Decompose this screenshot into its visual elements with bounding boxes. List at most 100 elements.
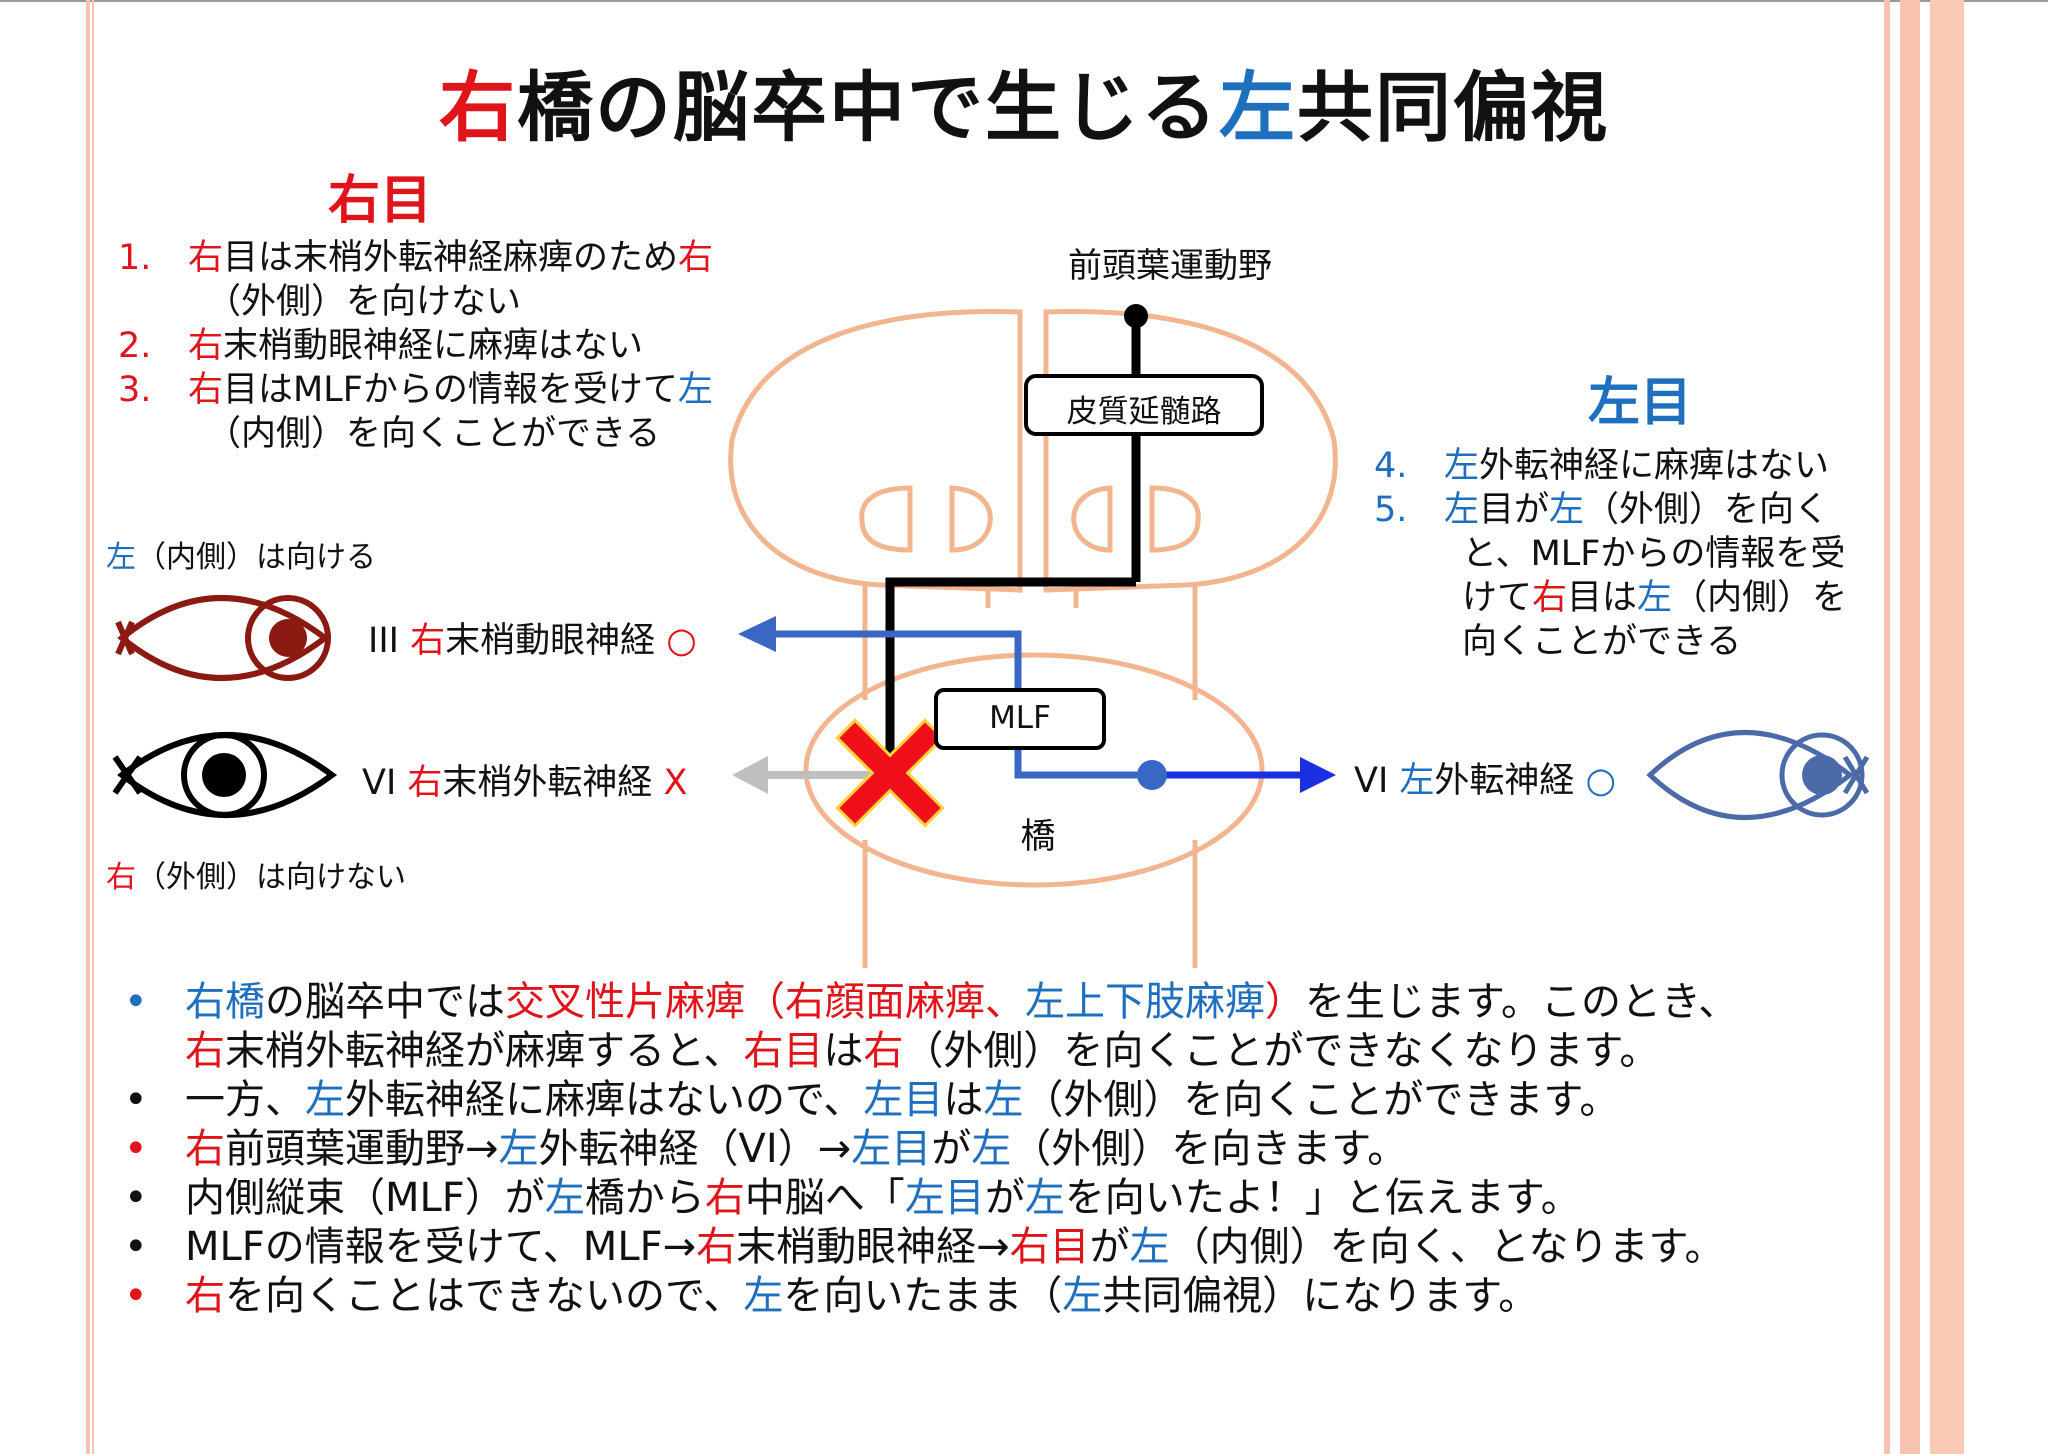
bullet-segment: （外側）を向くことができなくなります。 <box>903 1028 1660 1074</box>
list-item-segment: 左 <box>1637 578 1673 618</box>
pons-outline <box>803 652 1265 968</box>
bullet-segment: 前頭葉運動野→ <box>225 1126 499 1172</box>
bullet-segment: を向いたまま（ <box>783 1273 1063 1319</box>
right-eye-upper-icon <box>115 595 331 681</box>
bullet-segment: 左目 <box>904 1175 985 1221</box>
bullet-segment: 末梢外転神経が麻痺すると、 <box>225 1028 744 1074</box>
nerve-vi-right-segment: X <box>663 763 688 803</box>
bullet-line: 右橋の脳卒中では交叉性片麻痺（右顔面麻痺、左上下肢麻痺）を生じます。このとき、 <box>185 978 1880 1027</box>
bullet-dot: • <box>124 1126 148 1172</box>
bullet-item: •右前頭葉運動野→左外転神経（VI）→左目が左（外側）を向きます。 <box>120 1125 1880 1174</box>
list-number: 3. <box>118 370 152 410</box>
bullet-segment: 右目 <box>1009 1224 1090 1270</box>
title-left-word: 左 <box>1219 63 1297 152</box>
bullet-segment: を向いたよ！」と伝えます。 <box>1064 1175 1581 1221</box>
right-eye-heading: 右目 <box>328 171 433 231</box>
list-item-segment: 目は末梢外転神経麻痺のため <box>223 238 679 278</box>
right-stripe-1 <box>1884 0 1890 1454</box>
list-item-line: 左目が左（外側）を向く <box>1444 488 1874 532</box>
right-eye-upper-pupil-icon <box>269 619 307 657</box>
nerve-vi-right-segment: 右 <box>407 763 443 803</box>
bullet-segment: 交叉性片麻痺（右顔面麻痺、 <box>505 979 1025 1025</box>
left-inward-segment: 左 <box>106 540 136 575</box>
left-eye-icon <box>1646 730 1870 820</box>
bullet-segment: が <box>984 1175 1025 1221</box>
bullet-segment: 外転神経（VI）→ <box>538 1126 852 1172</box>
bullet-segment: （外側）を向くことができます。 <box>1023 1077 1620 1123</box>
bullet-segment: 共同偏視）になります。 <box>1102 1273 1539 1319</box>
bullet-dot: • <box>124 1077 148 1123</box>
list-item-line: と、MLFからの情報を受 <box>1444 532 1874 576</box>
bullet-segment: は <box>943 1077 984 1123</box>
nerve-vi-left-segment: 左 <box>1399 761 1435 801</box>
list-item-segment: 右 <box>1532 578 1568 618</box>
bullet-segment: 外転神経に麻痺はないので、 <box>345 1077 864 1123</box>
bullet-item: •内側縦束（MLF）が左橋から右中脳へ「左目が左を向いたよ！」と伝えます。 <box>120 1174 1880 1223</box>
left-stripe <box>86 0 90 1454</box>
bullet-line: MLFの情報を受けて、MLF→右末梢動眼神経→右目が左（内側）を向く、となります… <box>185 1223 1880 1272</box>
list-item-line: 右末梢動眼神経に麻痺はない <box>188 324 778 368</box>
bullet-line: 右前頭葉運動野→左外転神経（VI）→左目が左（外側）を向きます。 <box>185 1125 1880 1174</box>
nerve-iii-label: III 右末梢動眼神経 ○ <box>368 612 697 663</box>
nerve-iii-segment: ○ <box>666 621 697 661</box>
bullet-segment: を生じます。このとき、 <box>1305 979 1739 1025</box>
list-item: 3. 右目はMLFからの情報を受けて左（内側）を向くことができる <box>118 368 778 456</box>
nerve-vi-left-label: VI 左外転神経 ○ <box>1354 752 1616 803</box>
bullet-segment: 左目 <box>851 1126 932 1172</box>
list-item-segment: （外側）を向く <box>1584 490 1830 530</box>
list-item-segment: けて <box>1462 578 1533 618</box>
bullet-segment: 左 <box>1129 1224 1170 1270</box>
bullet-segment: を向くことはできないので、 <box>225 1273 744 1319</box>
vi-right-arrowhead-gray <box>732 756 768 794</box>
bullet-segment: 右 <box>185 1273 225 1319</box>
list-item-line: 右目は末梢外転神経麻痺のため右 <box>188 236 778 280</box>
list-item-segment: 目が <box>1479 490 1550 530</box>
nerve-iii-segment: III <box>368 621 411 661</box>
frontal-source-dot <box>1124 304 1148 328</box>
frontal-label: 前頭葉運動野 <box>1068 246 1272 286</box>
nerve-vi-left-segment: 外転神経 <box>1434 761 1586 801</box>
bullet-segment: 中脳へ「 <box>744 1175 905 1221</box>
list-item-line: 右目はMLFからの情報を受けて左 <box>188 368 778 412</box>
list-item-segment: 右 <box>188 370 224 410</box>
corticobulbar-label: 皮質延髄路 <box>1066 394 1222 430</box>
list-item-segment: 左 <box>1444 490 1480 530</box>
list-item-segment: 末梢動眼神経に麻痺はない <box>223 326 644 366</box>
right-eye-lower-pupil-icon <box>202 753 246 797</box>
title-right-word: 右 <box>439 63 517 152</box>
bullet-dot: • <box>124 1273 148 1319</box>
bullet-segment: 左 <box>743 1273 784 1319</box>
list-item-segment: 右 <box>678 238 714 278</box>
right-stripe-3 <box>1930 0 1964 1454</box>
bullet-segment: 左 <box>1024 1175 1065 1221</box>
bullet-segment: （内側）を向く、となります。 <box>1169 1224 1725 1270</box>
bullet-line: 内側縦束（MLF）が左橋から右中脳へ「左目が左を向いたよ！」と伝えます。 <box>185 1174 1880 1223</box>
lesion-x-icon <box>835 718 945 828</box>
list-item: 1.右目は末梢外転神経麻痺のため右（外側）を向けない <box>118 236 778 324</box>
title-middle: 橋の脳卒中で生じる <box>517 63 1219 152</box>
list-item: 4.左外転神経に麻痺はない <box>1374 444 1874 488</box>
list-number: 5. <box>1374 490 1408 530</box>
right-outward-label: 右（外側）は向けない <box>106 852 406 896</box>
list-item-line: （内側）を向くことができる <box>188 412 778 456</box>
vi-left-arrowhead <box>1300 757 1336 793</box>
bullet-segment: 右 <box>704 1175 745 1221</box>
bullet-segment: が <box>1089 1224 1130 1270</box>
left-eye-heading: 左目 <box>1588 373 1693 433</box>
bullet-segment: MLFの情報を受けて、MLF→ <box>185 1224 697 1270</box>
list-item: 2.右末梢動眼神経に麻痺はない <box>118 324 778 368</box>
bullet-segment: 橋から <box>584 1175 705 1221</box>
bullet-segment: 一方、 <box>185 1077 305 1123</box>
title-end: 共同偏視 <box>1297 63 1609 152</box>
bullet-segment: 左 <box>971 1126 1012 1172</box>
list-item-segment: （内側）を <box>1672 578 1848 618</box>
right-stripe-2 <box>1900 0 1920 1454</box>
page-title: 右橋の脳卒中で生じる左共同偏視 <box>0 46 2048 156</box>
nerve-vi-right-segment: VI <box>362 763 408 803</box>
nerve-iii-segment: 右 <box>410 621 446 661</box>
bullet-segment: 左 <box>1062 1273 1103 1319</box>
bullet-segment: 右 <box>185 1126 225 1172</box>
bullet-segment: 右 <box>863 1028 904 1074</box>
